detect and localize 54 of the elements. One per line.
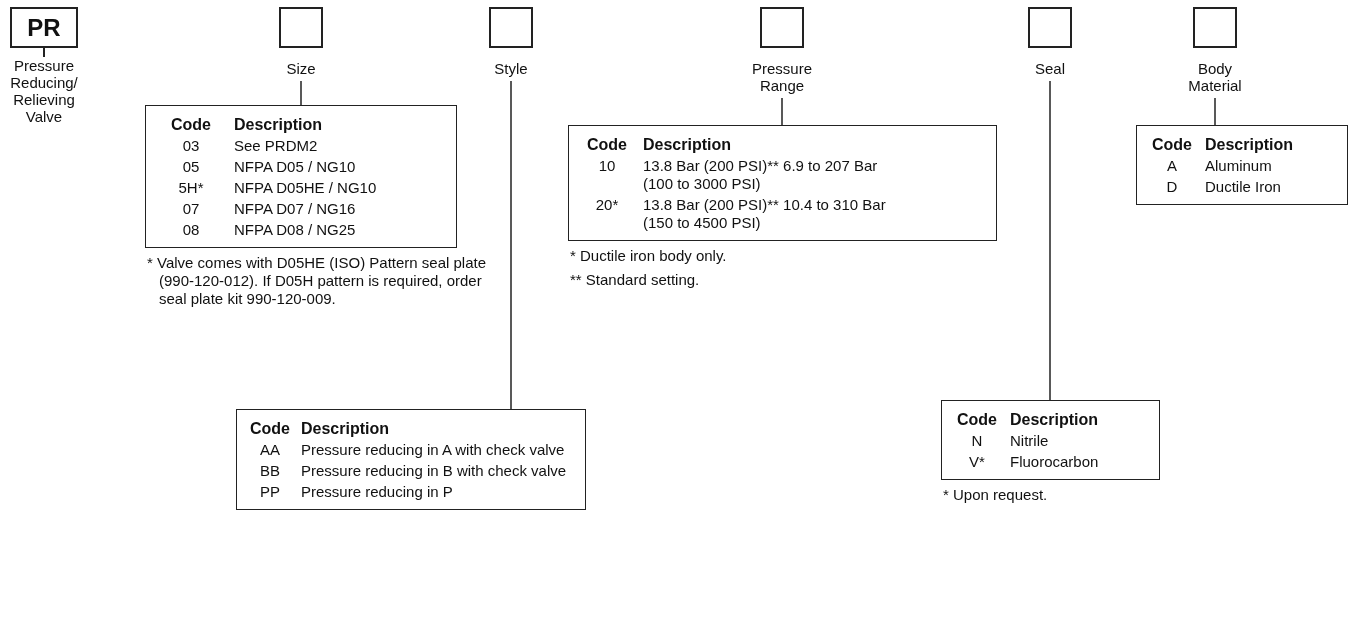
description-text: Pressure reducing in B with check valve xyxy=(301,462,568,480)
code-text: 5H* xyxy=(177,179,205,197)
description-text: Pressure reducing in P xyxy=(301,483,454,501)
field-label: Pressure Reducing/ Relieving Valve xyxy=(9,57,79,125)
code-text: 03 xyxy=(181,137,201,155)
description-text: NFPA D05HE / NG10 xyxy=(234,179,378,197)
footnote: * Upon request. xyxy=(942,486,1049,504)
code-text: 08 xyxy=(181,221,201,239)
description-text: Aluminum xyxy=(1205,157,1273,175)
description-text: Nitrile xyxy=(1010,432,1050,450)
footnote: ** Standard setting. xyxy=(569,271,701,289)
connector-line xyxy=(510,80,512,410)
connector-line xyxy=(1049,80,1051,401)
column-header: Code xyxy=(956,411,998,429)
field-label: Body Material xyxy=(1187,60,1243,94)
code-text: 07 xyxy=(181,200,201,218)
code-box: PR xyxy=(10,7,78,48)
code-text: AA xyxy=(259,441,281,459)
code-text: V* xyxy=(968,453,986,471)
field-label: Style xyxy=(493,60,529,77)
description-text: Ductile Iron xyxy=(1205,178,1282,196)
column-header: Description xyxy=(234,116,323,134)
description-text: See PRDM2 xyxy=(234,137,319,155)
field-label: Pressure Range xyxy=(751,60,813,94)
field-label: Size xyxy=(285,60,317,77)
description-text: Pressure reducing in A with check valve xyxy=(301,441,566,459)
description-text: NFPA D08 / NG25 xyxy=(234,221,357,239)
column-header: Code xyxy=(1151,136,1193,154)
column-header: Description xyxy=(301,420,390,438)
code-text: 05 xyxy=(181,158,201,176)
column-header: Code xyxy=(170,116,212,134)
field-label: Seal xyxy=(1034,60,1066,77)
description-text: NFPA D07 / NG16 xyxy=(234,200,357,218)
column-header: Description xyxy=(643,136,732,154)
connector-line xyxy=(1214,97,1216,126)
column-header: Description xyxy=(1205,136,1294,154)
column-header: Description xyxy=(1010,411,1099,429)
code-text: 20* xyxy=(594,196,620,215)
code-text: N xyxy=(970,432,984,450)
description-text: NFPA D05 / NG10 xyxy=(234,158,357,176)
connector-line xyxy=(781,97,783,126)
code-text: D xyxy=(1165,178,1179,196)
code-text: A xyxy=(1166,157,1178,175)
connector-line xyxy=(300,80,302,106)
footnote: * Ductile iron body only. xyxy=(569,247,728,265)
description-text: 13.8 Bar (200 PSI)** 10.4 to 310 Bar (150 to 4500 PSI) xyxy=(643,196,887,232)
footnote: * Valve comes with D05HE (ISO) Pattern seal plate (990-120-012). If D05H pattern is required, order seal plate kit 990-120-009. xyxy=(146,254,488,308)
column-header: Code xyxy=(249,420,291,438)
code-text: 10 xyxy=(597,157,617,176)
description-text: 13.8 Bar (200 PSI)** 6.9 to 207 Bar (100 to 3000 PSI) xyxy=(643,157,879,193)
description-text: Fluorocarbon xyxy=(1010,453,1100,471)
code-text: BB xyxy=(259,462,281,480)
code-text: PP xyxy=(259,483,281,501)
column-header: Code xyxy=(586,136,628,154)
